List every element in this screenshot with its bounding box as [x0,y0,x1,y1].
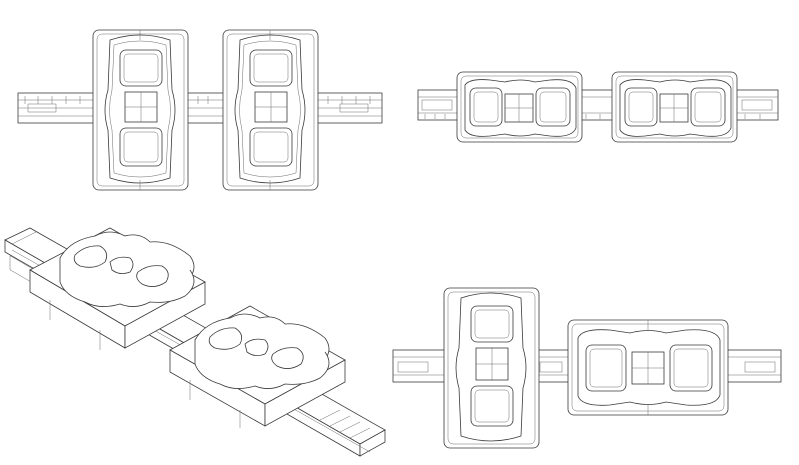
module-b [222,29,319,191]
module-b [567,319,729,416]
isometric-view-two-modules [4,227,386,457]
plan-view-two-modules-rotated [17,29,383,191]
plan-view-two-modules-inline [417,71,779,143]
module-b [611,71,738,143]
module-b [169,305,346,428]
plan-view-mixed-orientation [392,287,782,449]
module-a [443,287,540,449]
rail [17,92,383,124]
module-a [456,71,583,143]
module-a [29,227,206,350]
module-a [92,29,189,191]
